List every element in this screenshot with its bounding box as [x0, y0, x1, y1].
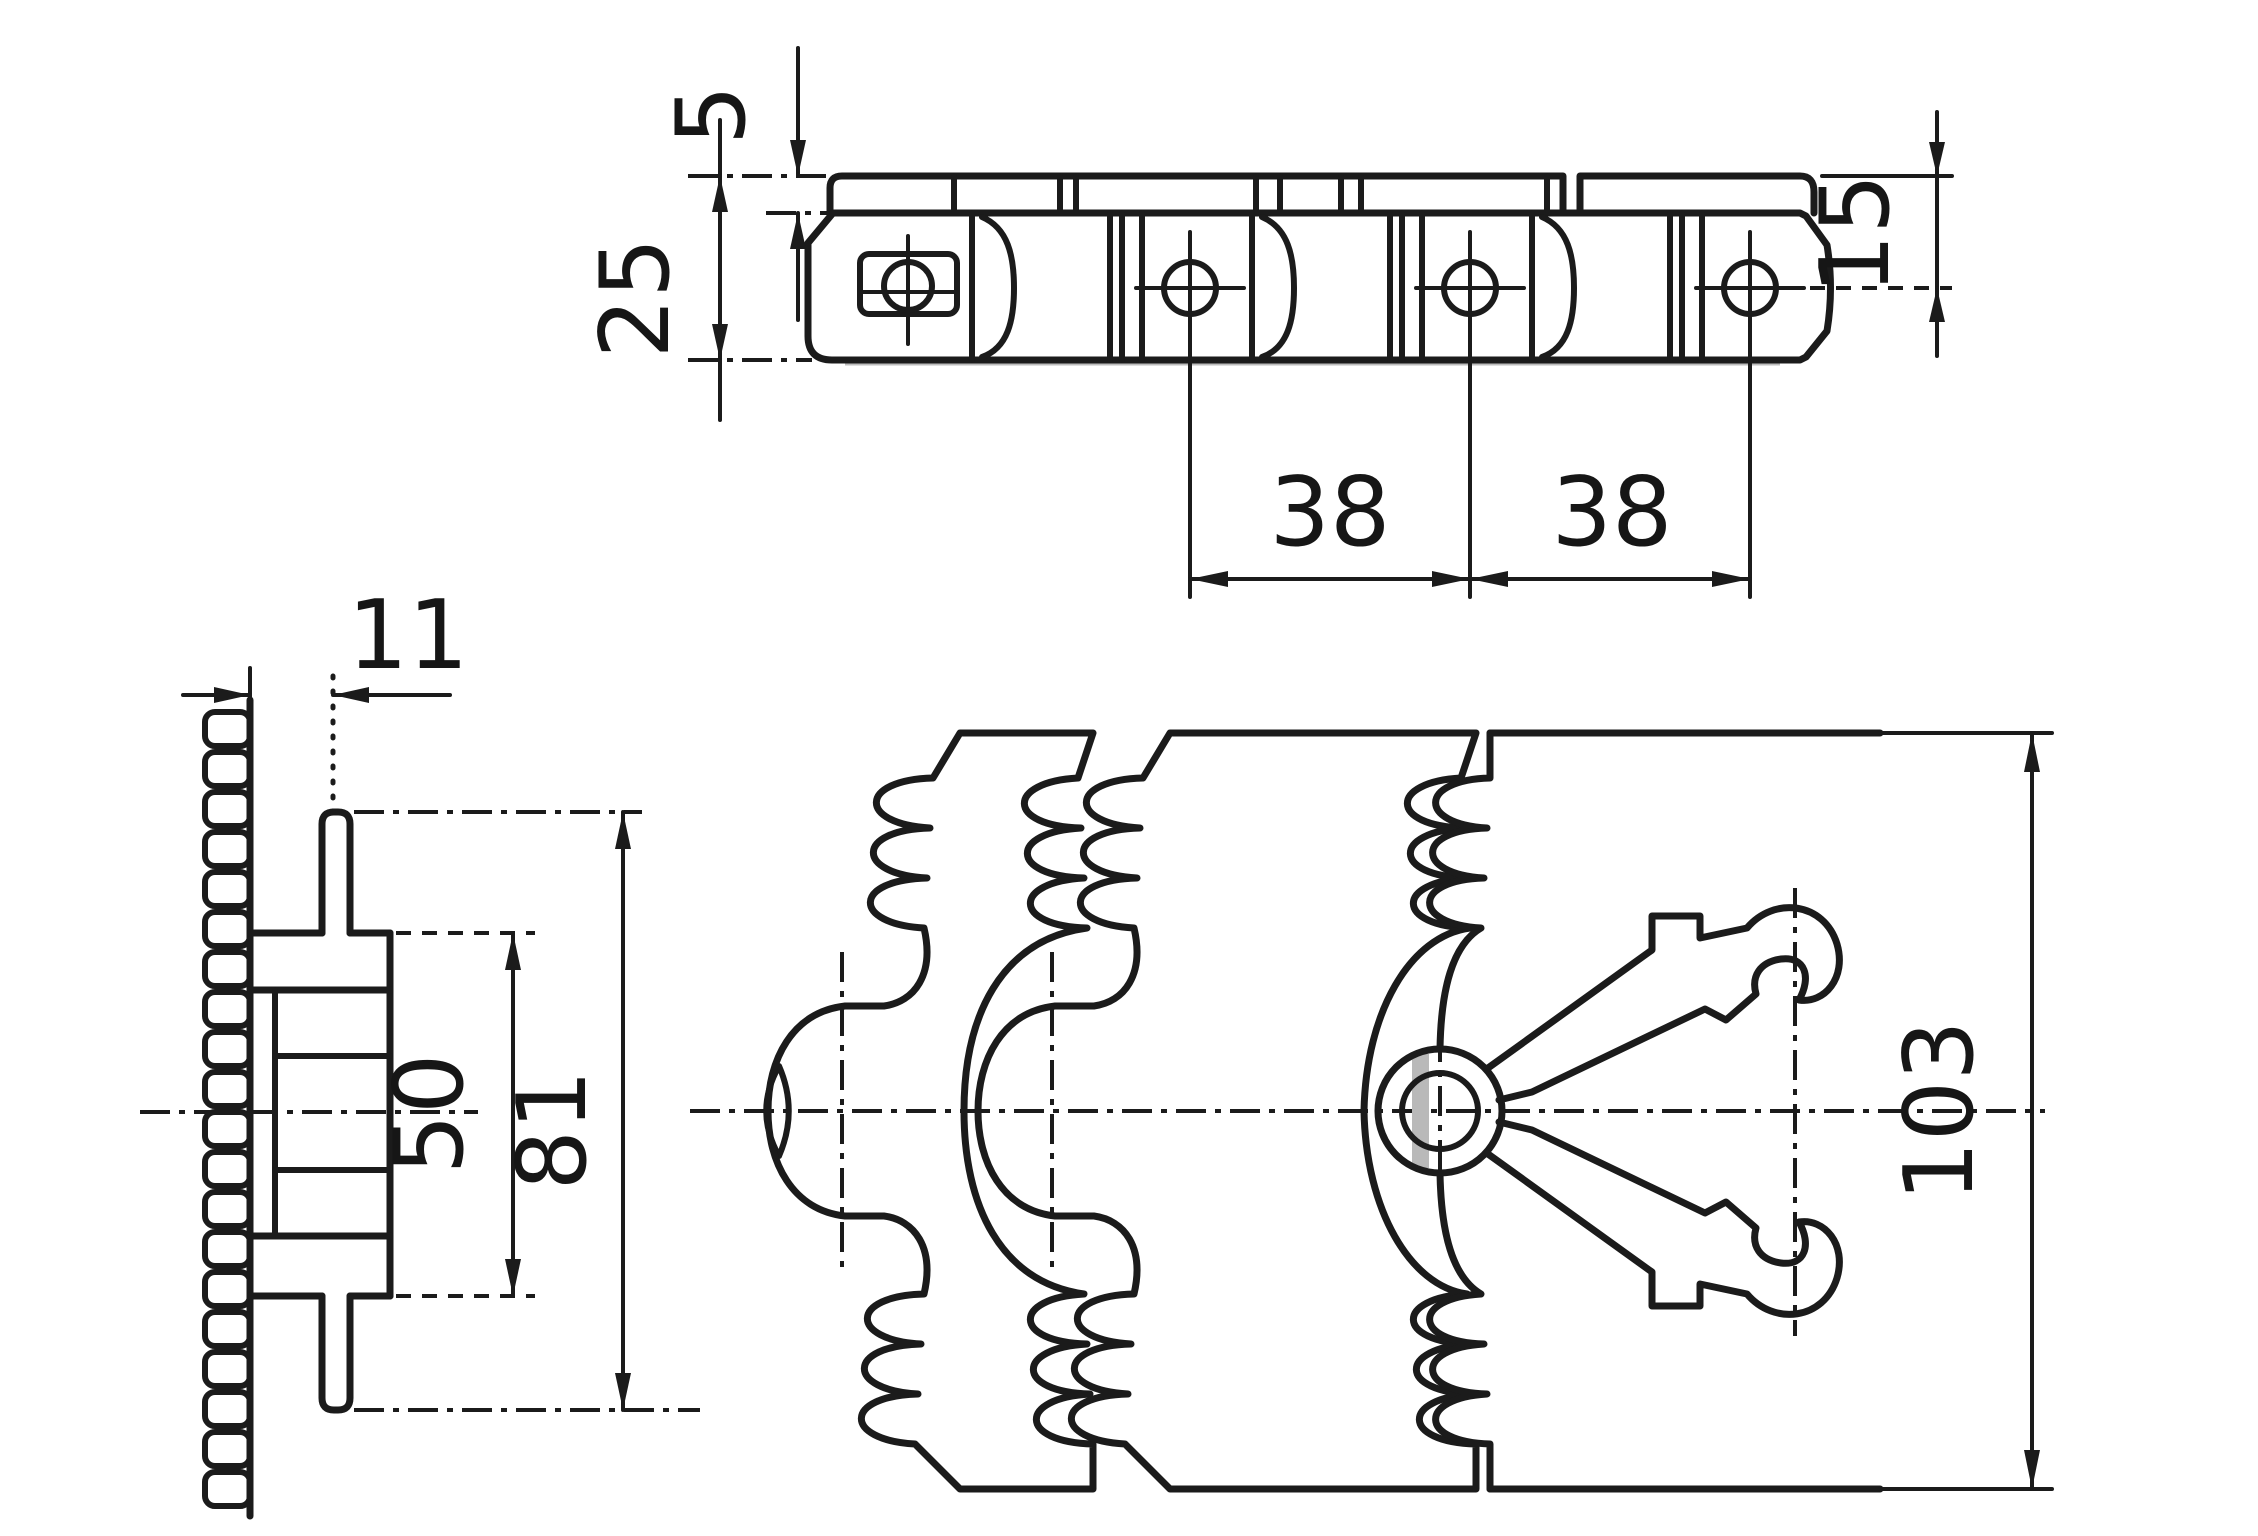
plate-tooth — [202, 1029, 253, 1069]
plate-tooth — [202, 1109, 253, 1149]
plate-tooth — [202, 1389, 253, 1429]
dimension-label-38b: 38 — [1552, 458, 1673, 568]
plate-tooth — [202, 789, 253, 829]
top-view-chain-elevation: 5 25 15 38 — [581, 46, 1954, 599]
plate-tooth — [202, 1069, 253, 1109]
dim-overall-width: 103 — [1885, 731, 2040, 1491]
plate-tooth — [202, 1229, 253, 1269]
dim-top-to-pin: 15 — [1801, 110, 1954, 358]
fork-arm-lower — [1484, 1118, 1843, 1318]
dim-plate-thickness: 5 — [657, 46, 834, 322]
pin-retainer-plate — [857, 234, 960, 346]
dim-pitch: 38 38 — [1188, 458, 1752, 587]
side-view-section: 11 50 81 — [140, 581, 700, 1520]
plate-tooth — [202, 829, 253, 869]
plate-stack-teeth — [202, 709, 253, 1509]
chain-pins — [1134, 230, 1806, 599]
dimension-label-81: 81 — [498, 1070, 608, 1191]
plate-tooth — [202, 1149, 253, 1189]
plate-tooth — [202, 1429, 253, 1469]
fork-arm-upper — [1484, 904, 1843, 1104]
dimension-label-25: 25 — [581, 238, 691, 359]
top-plate-2 — [1576, 172, 1818, 217]
plate-tooth — [202, 869, 253, 909]
link-module-1 — [764, 729, 1097, 1493]
dimension-label-11: 11 — [348, 581, 469, 691]
pin-through-ring — [1412, 1054, 1429, 1168]
top-plate-1 — [826, 172, 1567, 217]
plate-tooth — [202, 1349, 253, 1389]
plate-tooth — [202, 989, 253, 1029]
dim-tab-width: 11 — [181, 581, 469, 815]
link-module-3-upper — [1426, 729, 1494, 1053]
link-separators — [969, 210, 1705, 363]
plate-tooth — [202, 949, 253, 989]
plate-tooth — [202, 709, 253, 749]
plate-tooth — [202, 1269, 253, 1309]
pin-center-ticks — [840, 888, 1797, 1336]
dimension-label-103: 103 — [1885, 1020, 1995, 1201]
dimension-label-15: 15 — [1801, 174, 1911, 295]
plate-tooth — [202, 749, 253, 789]
dim-outer-width: 81 — [498, 810, 631, 1412]
dimension-label-38a: 38 — [1270, 458, 1391, 568]
dim-inner-width: 50 — [375, 931, 521, 1298]
plate-tooth — [202, 1189, 253, 1229]
chain-body — [804, 209, 1834, 364]
dimension-label-5: 5 — [657, 85, 767, 145]
plan-view-chain: 103 — [690, 729, 2054, 1493]
plate-tooth — [202, 909, 253, 949]
plate-tooth — [202, 1469, 253, 1509]
dim-chain-height: 25 — [581, 118, 812, 422]
link-module-3-lower — [1426, 1169, 1494, 1493]
dimension-label-50: 50 — [375, 1054, 485, 1175]
plate-tooth — [202, 1309, 253, 1349]
